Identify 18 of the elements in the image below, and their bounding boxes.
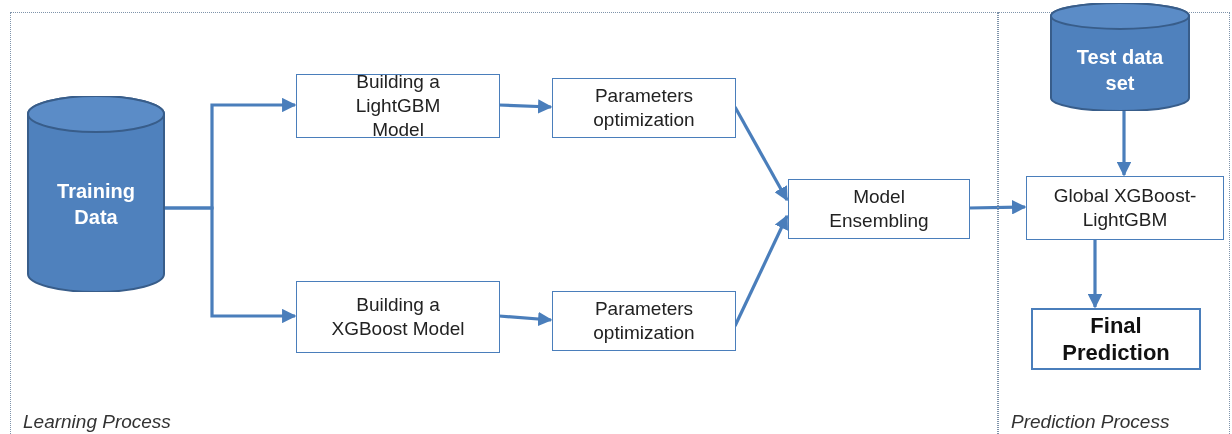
process-box: Building a XGBoost Model: [296, 281, 500, 353]
region-label: Prediction Process: [1011, 411, 1170, 433]
arrow: [498, 99, 553, 114]
arrow: [968, 200, 1027, 215]
process-box: Building a LightGBM Model: [296, 74, 500, 138]
process-box: Parameters optimization: [552, 78, 736, 138]
arrow: [1087, 239, 1103, 309]
node-label: Training Data: [56, 179, 136, 231]
process-box: Parameters optimization: [552, 291, 736, 351]
arrow: [164, 206, 297, 324]
region-label: Learning Process: [23, 411, 171, 433]
node-label: Test data set: [1075, 45, 1165, 97]
process-box: Global XGBoost-LightGBM: [1026, 176, 1224, 240]
process-box: Model Ensembling: [788, 179, 970, 239]
process-region: [10, 12, 998, 434]
process-box: Final Prediction: [1031, 308, 1201, 370]
arrow: [498, 311, 553, 327]
arrow: [1116, 111, 1132, 177]
